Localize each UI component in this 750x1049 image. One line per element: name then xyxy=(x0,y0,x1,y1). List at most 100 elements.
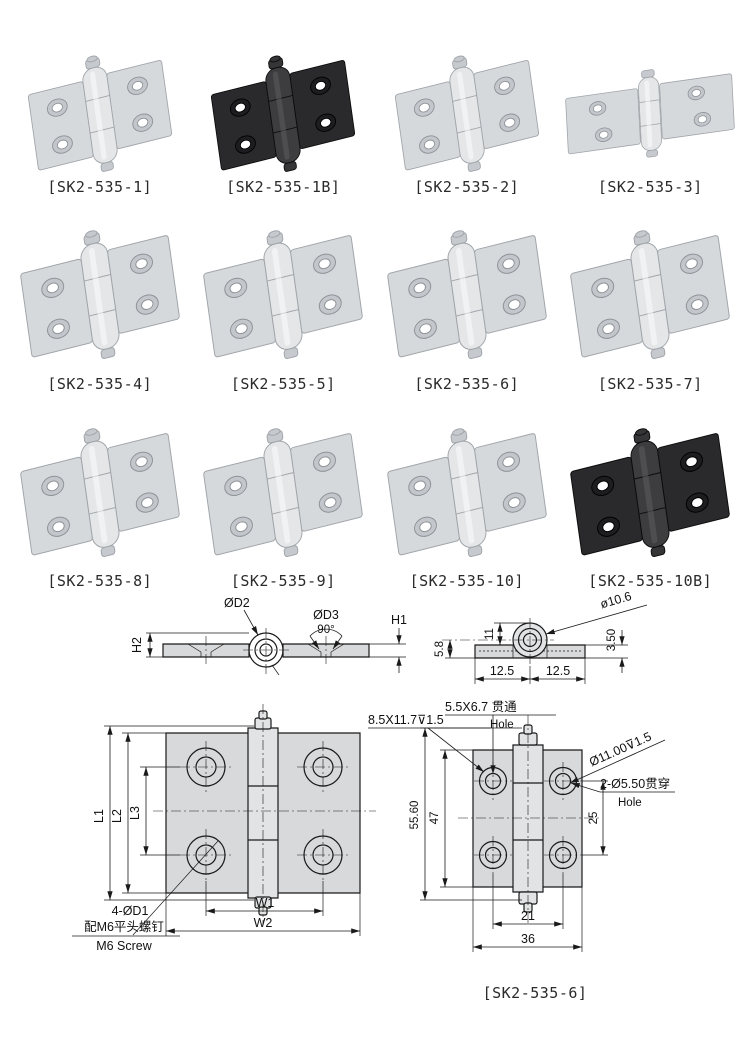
countersunk-hole xyxy=(230,516,254,537)
countersunk-hole xyxy=(687,85,706,100)
hinge-photo xyxy=(203,428,363,557)
countersunk-hole xyxy=(313,451,337,472)
countersunk-hole xyxy=(680,451,704,472)
dim-12-5-right: 12.5 xyxy=(546,664,570,678)
note-8-5x11-7: 8.5X11.7⊽1.5 xyxy=(368,713,444,727)
countersunk-hole xyxy=(230,318,254,340)
hinge-photo xyxy=(394,55,539,172)
countersunk-hole xyxy=(230,98,251,117)
dim-3-50: 3.50 xyxy=(606,629,618,651)
countersunk-hole xyxy=(502,492,526,513)
countersunk-hole xyxy=(224,278,248,299)
product-photo xyxy=(208,52,358,178)
countersunk-hole xyxy=(315,113,337,132)
countersunk-hole xyxy=(686,492,709,513)
product-label: [SK2-535-3] xyxy=(597,178,703,196)
product-cell: [SK2-535-1B] xyxy=(192,52,376,196)
hinge-photo xyxy=(387,428,547,557)
note-4-d1: 4-ØD1 xyxy=(112,904,149,918)
product-cell: [SK2-535-10] xyxy=(375,416,559,590)
countersunk-hole xyxy=(51,135,73,154)
countersunk-hole xyxy=(132,113,153,132)
countersunk-hole xyxy=(413,516,437,537)
countersunk-hole xyxy=(686,294,709,315)
product-photo xyxy=(384,218,550,375)
countersunk-hole xyxy=(319,294,342,315)
product-cell: [SK2-535-3] xyxy=(559,52,743,196)
countersunk-hole xyxy=(597,318,621,340)
dim-l2: L2 xyxy=(110,809,124,823)
label-h1: H1 xyxy=(391,613,407,627)
product-photo xyxy=(200,218,366,375)
product-photo xyxy=(567,416,733,572)
product-photo xyxy=(392,52,542,178)
countersunk-hole xyxy=(310,76,332,95)
dim-11: 11 xyxy=(484,628,496,640)
countersunk-hole xyxy=(493,76,515,95)
dim-w1: W1 xyxy=(256,896,275,910)
dim-5-8: 5.8 xyxy=(434,641,446,657)
note-screw-cn: 配M6平头螺钉 xyxy=(84,920,164,934)
product-label: [SK2-535-4] xyxy=(47,375,153,393)
dim-w2: W2 xyxy=(254,916,273,930)
hole-bottom-left xyxy=(180,829,232,881)
dim-25: 25 xyxy=(588,812,600,825)
countersunk-hole xyxy=(41,475,64,496)
dim-47: 47 xyxy=(429,812,441,825)
product-photo xyxy=(384,416,550,572)
countersunk-hole xyxy=(408,278,431,299)
product-cell: [SK2-535-10B] xyxy=(559,416,743,590)
hinge-photo xyxy=(20,428,180,557)
countersunk-hole xyxy=(413,318,437,340)
countersunk-hole xyxy=(41,278,64,299)
dim-21: 21 xyxy=(521,909,535,923)
hinge-photo xyxy=(20,230,180,360)
hinge-photo xyxy=(203,230,363,360)
label-d3: ØD3 xyxy=(313,608,339,622)
dim-55-60: 55.60 xyxy=(409,801,421,830)
product-label: [SK2-535-2] xyxy=(414,178,520,196)
product-label: [SK2-535-5] xyxy=(230,375,336,393)
product-row-2: [SK2-535-4] [SK2-535-5] xyxy=(8,218,742,393)
label-h2: H2 xyxy=(130,637,144,653)
hole-bottom-right xyxy=(544,836,582,874)
drawing-caption: [SK2-535-6] xyxy=(482,984,588,1002)
side-view-generic-drawing: ØD2 ØD3 90° H2 H1 xyxy=(130,596,407,698)
hole-top-right xyxy=(297,741,349,793)
countersunk-hole xyxy=(126,76,148,95)
product-label: [SK2-535-7] xyxy=(597,375,703,393)
dim-l3: L3 xyxy=(128,806,142,820)
side-view-dimensioned-drawing: 11 5.8 ø10.6 3.50 12.5 12.5 xyxy=(434,589,732,703)
product-photo xyxy=(200,416,366,572)
product-label: [SK2-535-1B] xyxy=(226,178,341,196)
countersunk-hole xyxy=(319,492,342,513)
product-cell: [SK2-535-8] xyxy=(8,416,192,590)
front-view-dimensioned-drawing: 5.5X6.7 贯通 Hole 8.5X11.7⊽1.5 Ø11.00⊽1.5 … xyxy=(368,700,735,985)
note-5-5x6-7: 5.5X6.7 贯通 xyxy=(445,700,517,714)
product-cell: [SK2-535-1] xyxy=(8,52,192,196)
countersunk-hole xyxy=(591,475,615,496)
product-label: [SK2-535-8] xyxy=(47,572,153,590)
product-photo xyxy=(17,416,183,572)
hinge-photo xyxy=(565,68,735,158)
hinge-photo xyxy=(387,230,547,360)
hole-bottom-right xyxy=(297,829,349,881)
countersunk-hole xyxy=(408,475,431,496)
hinge-photo xyxy=(211,55,356,172)
hinge-photo xyxy=(27,55,172,172)
countersunk-hole xyxy=(46,98,68,117)
product-cell: [SK2-535-6] xyxy=(375,218,559,393)
product-label: [SK2-535-6] xyxy=(414,375,520,393)
countersunk-hole xyxy=(591,278,615,299)
hole-top-left xyxy=(180,741,232,793)
countersunk-hole xyxy=(418,135,440,154)
countersunk-hole xyxy=(46,516,70,537)
label-angle: 90° xyxy=(317,624,334,636)
product-cell: [SK2-535-4] xyxy=(8,218,192,393)
countersunk-hole xyxy=(589,100,607,116)
countersunk-hole xyxy=(135,294,159,315)
countersunk-hole xyxy=(595,127,613,142)
countersunk-hole xyxy=(46,318,70,340)
countersunk-hole xyxy=(135,492,159,513)
